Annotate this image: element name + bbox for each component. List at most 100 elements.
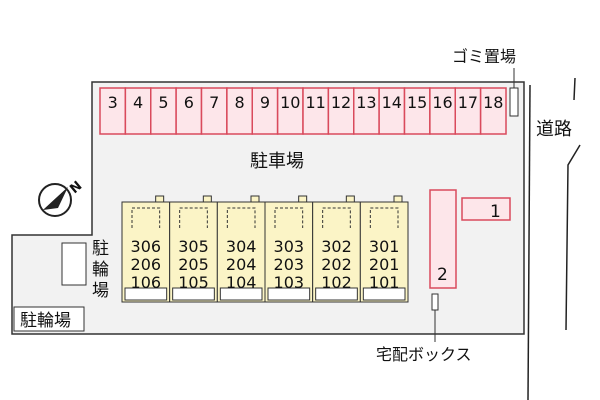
- parking-space-17: [454, 87, 482, 135]
- parking-space-label-13: 13: [356, 93, 376, 112]
- bicycle-parking-upper-label: 駐 輪 場: [92, 239, 109, 301]
- unit-balcony: [267, 287, 311, 301]
- parking-space-label-3: 3: [108, 93, 118, 112]
- parking-space-1: [461, 197, 511, 221]
- unit-number-103: 103: [274, 273, 305, 292]
- apartment-building: 3062061063052051053042041043032031033022…: [121, 195, 409, 303]
- parking-space-label-10: 10: [280, 93, 300, 112]
- unit-interior-outline: [131, 207, 161, 228]
- bike-upper-char-1: 駐: [92, 239, 109, 259]
- unit-balcony: [172, 287, 215, 301]
- parking-space-18: [479, 87, 507, 135]
- parking-space-9: [251, 87, 279, 135]
- unit-entrance: [250, 195, 260, 203]
- unit-entrance: [393, 195, 403, 203]
- unit-number-303: 303: [274, 237, 305, 256]
- unit-interior-outline: [369, 207, 399, 228]
- parking-space-1-label: 1: [490, 202, 501, 222]
- delivery-box-label: 宅配ボックス: [376, 345, 472, 364]
- parking-space-8: [226, 87, 254, 135]
- parking-space-label-4: 4: [133, 93, 143, 112]
- road-line-left: [527, 84, 531, 400]
- unit-balcony: [219, 287, 263, 301]
- unit-number-104: 104: [226, 273, 257, 292]
- unit-interior-outline: [274, 207, 304, 228]
- parking-space-3: [99, 87, 127, 135]
- unit-block: [264, 201, 314, 303]
- unit-block: [312, 201, 361, 303]
- bicycle-parking-box: [13, 306, 85, 332]
- unit-number-301: 301: [369, 237, 400, 256]
- parking-space-12: [327, 87, 355, 135]
- unit-number-306: 306: [131, 237, 162, 256]
- bike-upper-char-2: 輪: [92, 260, 109, 280]
- unit-number-204: 204: [226, 255, 257, 274]
- unit-entrance: [155, 195, 165, 203]
- parking-space-label-5: 5: [158, 93, 168, 112]
- parking-space-label-17: 17: [458, 93, 478, 112]
- parking-space-label-15: 15: [407, 93, 427, 112]
- parking-space-5: [150, 87, 177, 135]
- unit-balcony: [315, 287, 358, 301]
- parking-space-14: [378, 87, 406, 135]
- unit-number-102: 102: [321, 273, 352, 292]
- parking-space-label-6: 6: [184, 93, 194, 112]
- unit-number-304: 304: [226, 237, 257, 256]
- unit-entrance: [202, 195, 212, 203]
- unit-number-203: 203: [274, 255, 305, 274]
- garbage-area: [509, 87, 519, 117]
- unit-block: [359, 201, 409, 303]
- unit-entrance: [298, 195, 308, 203]
- unit-number-302: 302: [321, 237, 352, 256]
- parking-space-label-12: 12: [331, 93, 351, 112]
- parking-space-label-8: 8: [234, 93, 244, 112]
- road: [527, 77, 581, 400]
- garbage-label: ゴミ置場: [452, 47, 516, 66]
- parking-space-7: [200, 87, 228, 135]
- compass-north-icon: N: [38, 179, 85, 217]
- road-line-right: [565, 77, 581, 331]
- unit-interior-outline: [179, 207, 208, 228]
- delivery-box: [431, 293, 439, 311]
- road-label: 道路: [536, 119, 572, 140]
- unit-number-105: 105: [178, 273, 209, 292]
- unit-number-205: 205: [178, 255, 209, 274]
- bicycle-rack-upper: [61, 242, 87, 286]
- parking-space-label-9: 9: [260, 93, 270, 112]
- unit-number-201: 201: [369, 255, 400, 274]
- unit-number-106: 106: [131, 273, 162, 292]
- parking-space-label-14: 14: [382, 93, 402, 112]
- unit-number-202: 202: [321, 255, 352, 274]
- parking-space-11: [302, 87, 330, 135]
- parking-space-2-label: 2: [437, 265, 448, 285]
- parking-space-10: [276, 87, 304, 135]
- bike-upper-char-3: 場: [92, 281, 109, 301]
- parking-lot-label: 駐車場: [250, 151, 304, 172]
- parking-space-13: [353, 87, 380, 135]
- parking-space-label-16: 16: [432, 93, 452, 112]
- unit-number-101: 101: [369, 273, 400, 292]
- parking-space-6: [175, 87, 203, 135]
- unit-block: [169, 201, 218, 303]
- parking-space-label-11: 11: [306, 93, 326, 112]
- unit-interior-outline: [322, 207, 351, 228]
- parking-space-label-7: 7: [209, 93, 219, 112]
- parking-space-label-18: 18: [483, 93, 503, 112]
- unit-balcony: [362, 287, 406, 301]
- unit-entrance: [345, 195, 355, 203]
- bicycle-parking-label: 駐輪場: [20, 311, 71, 331]
- unit-interior-outline: [226, 207, 256, 228]
- unit-block: [121, 201, 171, 303]
- unit-number-206: 206: [131, 255, 162, 274]
- unit-number-305: 305: [178, 237, 209, 256]
- unit-balcony: [124, 287, 168, 301]
